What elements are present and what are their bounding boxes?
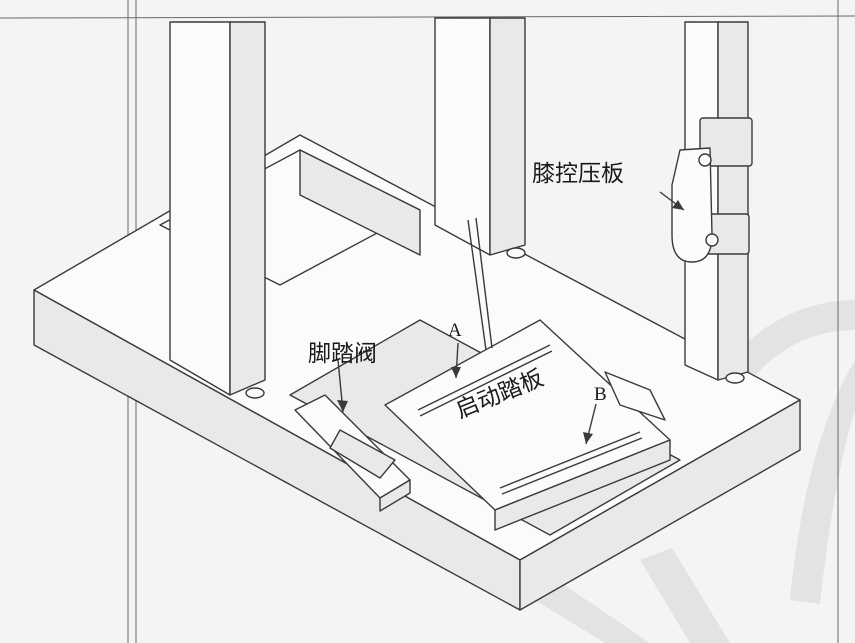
- knee-plate-label: 膝控压板: [532, 161, 624, 187]
- actuator-rod: [467, 217, 493, 351]
- pedal-side-box: [604, 371, 666, 421]
- point-b-label: B: [594, 384, 607, 405]
- left-column-front: [169, 21, 266, 396]
- foot-valve: [294, 394, 411, 512]
- point-a-label: A: [448, 320, 462, 341]
- leader-arrows: [337, 191, 685, 445]
- mounting-bolts: [245, 247, 745, 399]
- center-column: [434, 17, 526, 256]
- knee-plate-assembly: [671, 117, 753, 263]
- foot-valve-label: 脚踏阀: [308, 341, 377, 367]
